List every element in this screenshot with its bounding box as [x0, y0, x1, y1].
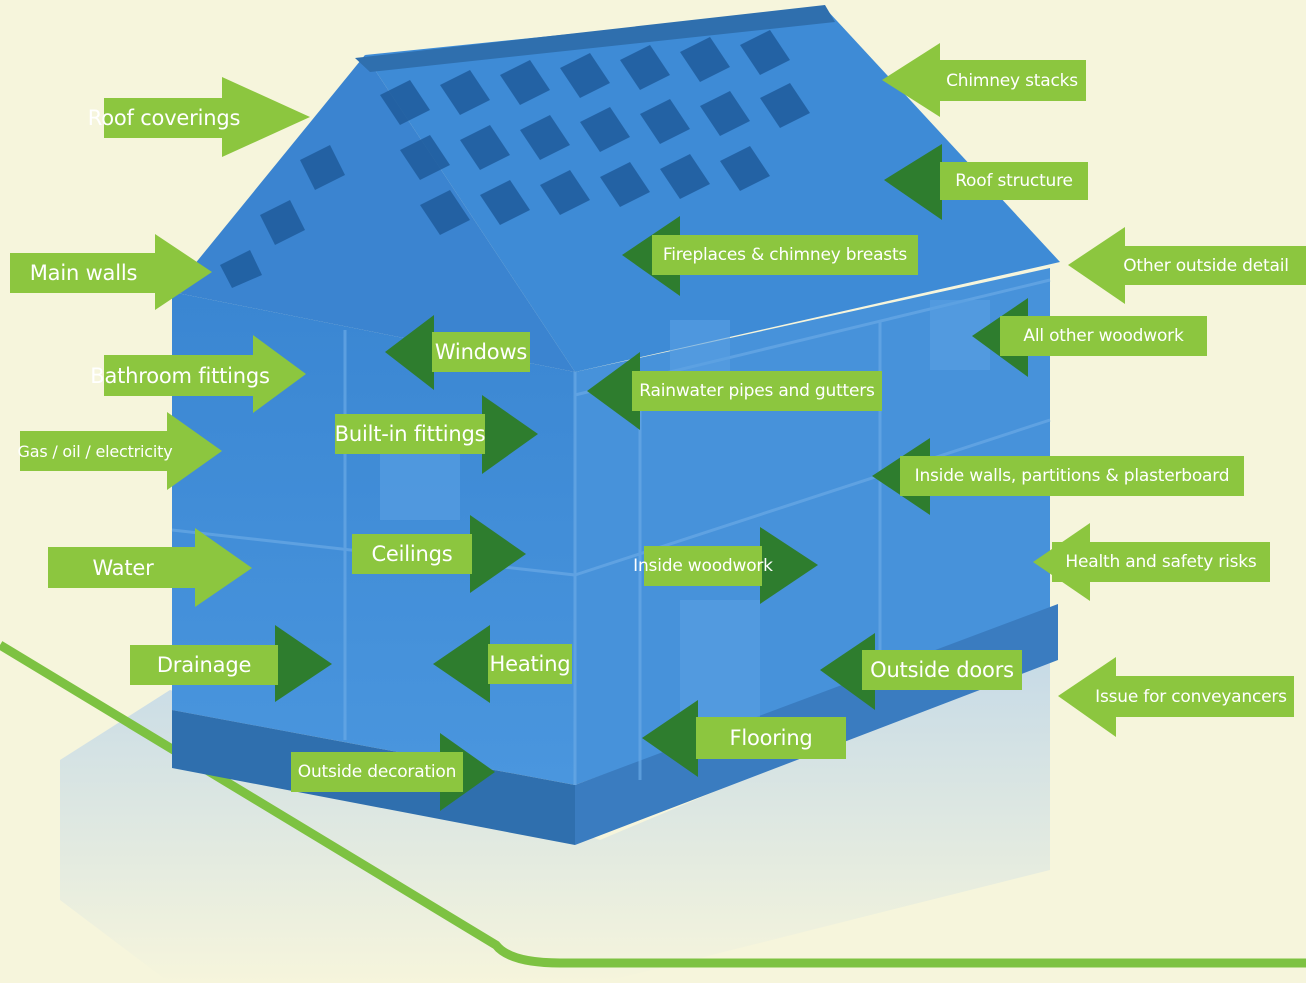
- label-outside-doors: Outside doors: [862, 650, 1022, 690]
- arrow-rainwater-icon: [587, 352, 640, 430]
- label-inside-walls: Inside walls, partitions & plasterboard: [900, 456, 1244, 496]
- arrow-heating-icon: [433, 625, 490, 703]
- arrow-inside-woodwork-icon: [760, 527, 818, 604]
- label-bathroom-fittings: Bathroom fittings: [90, 355, 270, 396]
- label-inside-woodwork: Inside woodwork: [633, 546, 773, 586]
- decorative-curve: [0, 641, 1306, 968]
- arrow-flooring-icon: [642, 700, 698, 777]
- arrow-ceilings-icon: [470, 515, 526, 593]
- arrow-main-walls-icon: [155, 234, 212, 310]
- label-all-other-woodwork: All other woodwork: [1000, 316, 1207, 356]
- label-other-outside-detail: Other outside detail: [1106, 246, 1306, 285]
- roof-lattice: [220, 30, 810, 288]
- arrow-chimney-stacks-icon: [882, 43, 940, 117]
- arrow-drainage-icon: [275, 625, 332, 702]
- label-flooring: Flooring: [696, 717, 846, 759]
- arrow-windows-icon: [385, 315, 434, 390]
- label-water: Water: [48, 547, 198, 588]
- label-rainwater: Rainwater pipes and gutters: [632, 371, 882, 411]
- label-built-in-fittings: Built-in fittings: [335, 414, 486, 454]
- label-heating: Heating: [488, 644, 572, 684]
- label-conveyancers: Issue for conveyancers: [1088, 676, 1294, 717]
- house-reflection: [60, 650, 1050, 983]
- label-main-walls: Main walls: [10, 253, 157, 293]
- label-roof-coverings: Roof coverings: [88, 98, 240, 138]
- arrow-outside-doors-icon: [820, 633, 875, 710]
- label-drainage: Drainage: [130, 645, 278, 685]
- arrow-built-in-fittings-icon: [482, 395, 538, 474]
- label-chimney-stacks: Chimney stacks: [938, 60, 1086, 101]
- arrow-water-icon: [195, 528, 252, 607]
- roof-front-gable: [172, 55, 575, 372]
- arrow-roof-structure-icon: [884, 144, 942, 220]
- label-outside-decoration: Outside decoration: [291, 752, 463, 792]
- label-health-safety: Health and safety risks: [1052, 542, 1270, 582]
- label-fireplaces: Fireplaces & chimney breasts: [652, 235, 918, 275]
- arrow-roof-coverings-icon: [222, 77, 310, 157]
- arrow-gas-oil-electricity-icon: [167, 412, 222, 490]
- label-windows: Windows: [432, 332, 530, 372]
- roof-ridge: [355, 5, 835, 72]
- label-roof-structure: Roof structure: [940, 162, 1088, 200]
- label-gas-oil-electricity: Gas / oil / electricity: [18, 431, 173, 471]
- arrow-bathroom-fittings-icon: [253, 335, 306, 413]
- label-ceilings: Ceilings: [352, 534, 472, 574]
- roof-slope: [365, 8, 1060, 372]
